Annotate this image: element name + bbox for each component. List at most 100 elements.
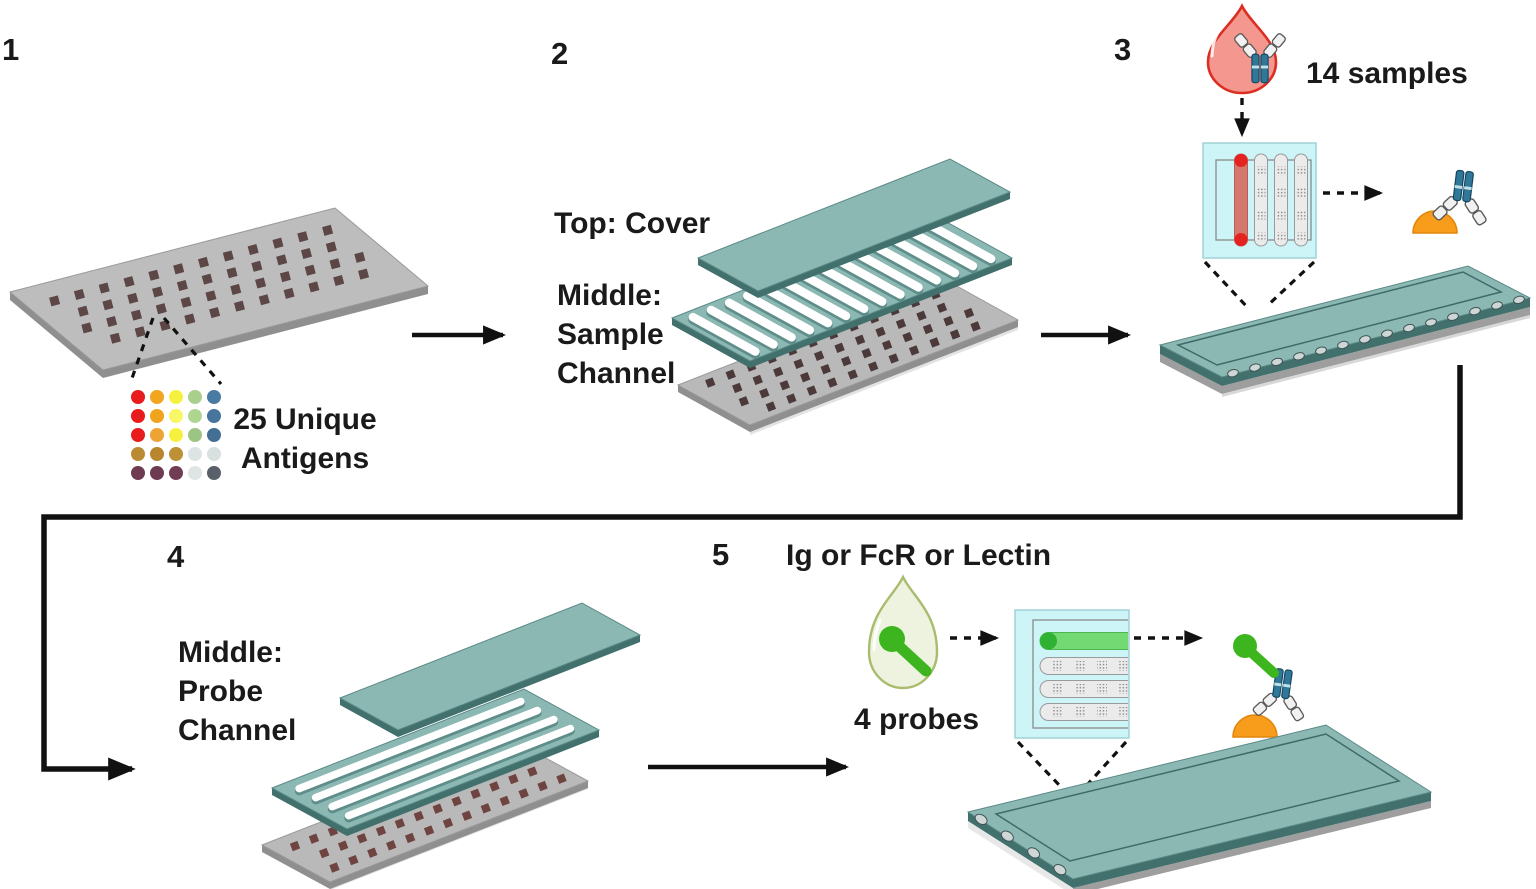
antigen-spot (908, 345, 920, 356)
antigen-spot (432, 803, 443, 814)
antigen-dot (149, 389, 164, 404)
antigen-spot (518, 788, 529, 799)
channel-slot (906, 227, 978, 271)
antigen-spot (793, 358, 804, 370)
channel-slot (851, 248, 923, 292)
antigen-dot-block (1256, 232, 1266, 242)
antigen-spot (276, 254, 288, 266)
step1-number: 1 (2, 32, 20, 67)
label-line: Middle: (557, 279, 662, 312)
chip-inlet (1447, 312, 1459, 321)
antigen-spot (943, 315, 954, 327)
antigen-spot (442, 817, 454, 829)
antigen-spot (180, 296, 192, 308)
channel-slot (833, 255, 905, 299)
antigen-spot (127, 292, 139, 304)
antigen-dot (168, 408, 183, 423)
antigen-spot (337, 840, 349, 851)
channel-slot (761, 284, 833, 328)
assembled-chip-step3 (1158, 265, 1532, 397)
probe-channel-slots (294, 697, 575, 823)
antigen-dot-block (1053, 684, 1063, 694)
chip-inlet (1293, 352, 1305, 361)
channel-slot (815, 262, 887, 306)
antigen-dot-block (1296, 188, 1306, 198)
slide-side (750, 320, 1018, 432)
antigen-spot (786, 393, 797, 404)
chip-inlet (1425, 318, 1437, 327)
antigen-dot (168, 389, 183, 404)
antigen-spot (134, 326, 146, 338)
antigen-dot-block (1119, 661, 1128, 671)
antigen-dot (130, 465, 145, 480)
antigen-dot-block (1119, 684, 1128, 694)
chip-inlet (1249, 363, 1261, 372)
antigen-dot-block (1075, 684, 1085, 694)
antigen-dot-block (1296, 210, 1306, 220)
antigen-spot-dome-icon (1232, 714, 1278, 738)
antigen-dot-block (1276, 166, 1286, 176)
antigen-spot (367, 847, 378, 858)
antigen-spot (251, 260, 263, 272)
chip-inlet (974, 813, 988, 826)
plate-side (750, 258, 1012, 368)
step4-exploded-assembly (260, 602, 642, 889)
probe-inset-zoom-callout (1016, 740, 1128, 790)
antigen-spot (222, 250, 234, 262)
probe-rod-icon (1247, 648, 1279, 678)
antigen-spot (348, 854, 359, 866)
antigen-spot (936, 302, 948, 313)
antigen-spot (881, 339, 893, 351)
antigen-spot (289, 840, 301, 852)
antigen-spot (895, 318, 907, 329)
chip-inlet (1000, 830, 1014, 842)
antigen-dot (130, 408, 145, 423)
antigen-spot (304, 264, 316, 276)
channel-slot (328, 715, 558, 811)
antigen-dot-block (1256, 166, 1266, 176)
microarray-slide (260, 743, 590, 889)
antigen-spot (375, 825, 387, 837)
antigen-spot (155, 303, 167, 315)
step2-number: 2 (551, 36, 569, 71)
antigen-dot-block (1075, 707, 1085, 717)
antigen-dot (130, 446, 145, 461)
antigen-spot (875, 326, 886, 337)
chip-inlet (1271, 357, 1283, 367)
antigen-dot (206, 408, 221, 423)
plate-side (272, 788, 347, 836)
antigen-spot (98, 282, 110, 294)
sample-channel-slots (688, 220, 996, 359)
antigen-dot (168, 446, 183, 461)
channel-slot (870, 241, 941, 285)
antigen-dot (149, 446, 164, 461)
chip-side (1160, 345, 1222, 386)
assembled-chip-step5 (966, 724, 1433, 889)
antigen-spot (255, 277, 267, 289)
label-line: 25 Unique (233, 403, 377, 436)
chip-outline (1032, 619, 1128, 729)
antigen-spot (725, 369, 736, 380)
channel-slot (724, 298, 796, 342)
antigen-spot (226, 267, 238, 279)
plate-side (672, 318, 750, 368)
channel-slot (888, 234, 960, 278)
channel-slot (295, 697, 525, 793)
antigen-dot-block (1097, 684, 1107, 694)
antigen-dot (168, 427, 183, 442)
label-line: Antigens (240, 442, 370, 475)
antigen-dot (149, 427, 164, 442)
antigen-spot (230, 283, 242, 295)
antigen-spot (81, 322, 93, 334)
antigen-spot (480, 803, 491, 814)
plate-side (398, 635, 640, 737)
channel-slot (779, 277, 851, 321)
slide-side (678, 385, 750, 432)
antigen-dot (187, 427, 202, 442)
antigen-spot (759, 388, 770, 399)
antigen-spot (329, 258, 341, 270)
antigen-spot (451, 796, 462, 807)
antigen-spot (386, 840, 397, 851)
antigen-spot (247, 244, 259, 256)
